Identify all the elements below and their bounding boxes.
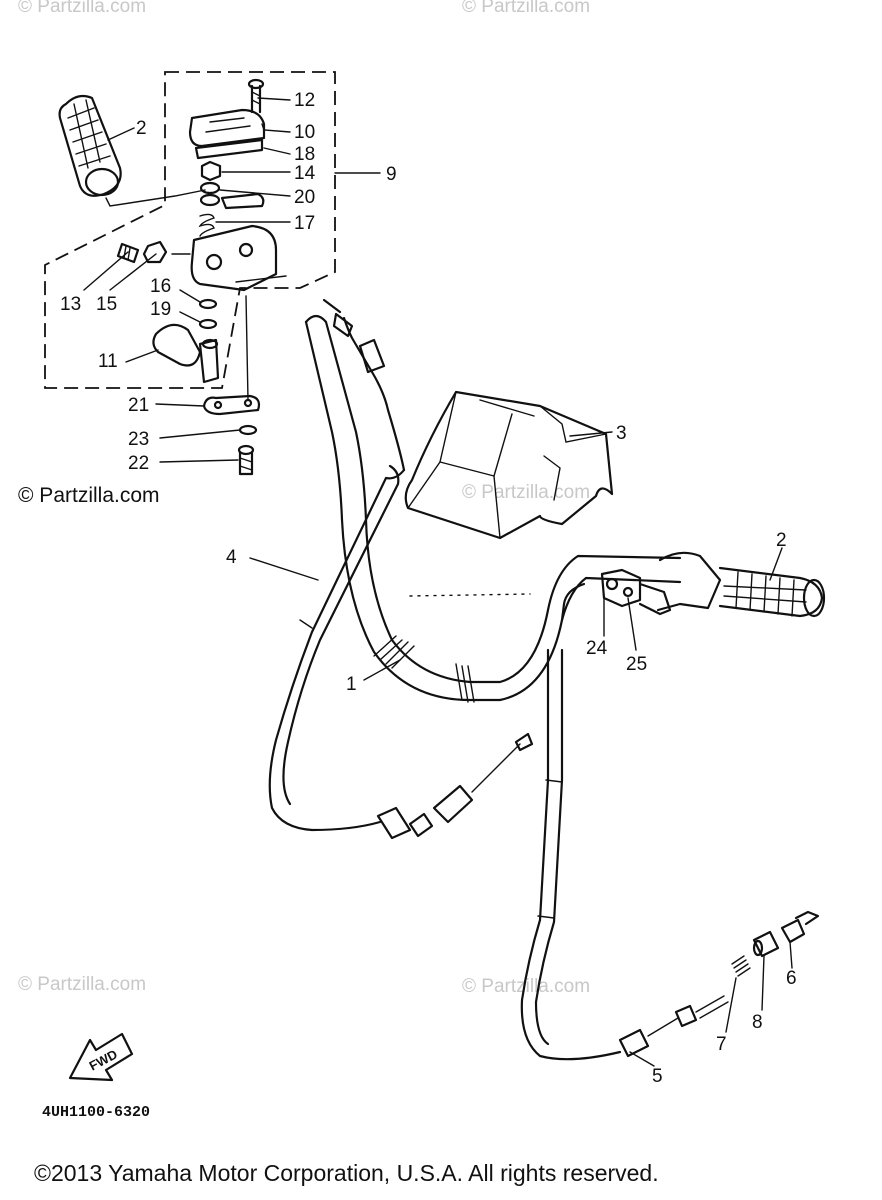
handlebar	[304, 314, 682, 703]
callout-11: 11	[98, 351, 118, 372]
watermark-low-left: © Partzilla.com	[18, 974, 146, 995]
watermark-top-left: © Partzilla.com	[18, 0, 146, 17]
callout-10: 10	[294, 122, 315, 143]
adjuster-8	[752, 930, 780, 958]
washer-16	[198, 298, 218, 310]
left-grip	[58, 94, 122, 197]
washer-19	[198, 318, 218, 330]
housing-cover	[188, 108, 266, 160]
headlight-cover	[404, 390, 614, 540]
callout-21: 21	[128, 395, 149, 416]
throttle-assembly-boundary	[44, 71, 336, 389]
leader-lines	[83, 97, 793, 1067]
callout-6: 6	[786, 968, 797, 989]
pin-6	[780, 910, 820, 944]
callout-17: 17	[294, 213, 315, 234]
callout-23: 23	[128, 429, 149, 450]
throttle-cable	[268, 298, 534, 840]
callout-18: 18	[294, 144, 315, 165]
callout-16: 16	[150, 276, 171, 297]
screw-13	[116, 242, 140, 264]
callout-3: 3	[616, 423, 627, 444]
callout-2-right: 2	[776, 530, 787, 551]
nut-15	[142, 240, 168, 264]
callout-4: 4	[226, 547, 237, 568]
copyright-notice: ©2013 Yamaha Motor Corporation, U.S.A. A…	[34, 1160, 659, 1186]
diagram-code: 4UH1100-6320	[42, 1104, 150, 1121]
callout-19: 19	[150, 299, 171, 320]
callout-14: 14	[294, 163, 316, 184]
callout-15: 15	[96, 294, 117, 315]
watermark-mid-left: © Partzilla.com	[18, 484, 160, 507]
screw-12	[247, 78, 265, 114]
throttle-lever	[152, 323, 220, 384]
callout-20: 20	[294, 187, 315, 208]
brake-lever-bracket	[600, 568, 672, 616]
callout-2-left: 2	[136, 118, 147, 139]
clamp-21	[202, 394, 261, 416]
callout-12: 12	[294, 90, 315, 111]
spring-7	[731, 955, 751, 977]
washer-23	[238, 424, 258, 436]
callout-8: 8	[752, 1012, 763, 1033]
grip-link-line	[105, 189, 206, 207]
washer-20	[199, 181, 265, 210]
callout-22: 22	[128, 453, 149, 474]
centre-line	[409, 593, 531, 597]
fwd-label: FWD	[87, 1046, 120, 1073]
throttle-housing	[190, 224, 287, 292]
brake-cable	[520, 582, 729, 1061]
callout-1: 1	[346, 674, 357, 695]
right-grip	[656, 551, 826, 618]
fwd-arrow: FWD	[68, 1032, 134, 1082]
callout-24: 24	[586, 638, 608, 659]
watermark-mid-center: © Partzilla.com	[462, 482, 590, 503]
nut-14	[200, 160, 222, 182]
callout-7: 7	[716, 1034, 727, 1055]
callout-5: 5	[652, 1066, 663, 1087]
spring-17	[198, 213, 215, 237]
callout-9: 9	[386, 164, 397, 185]
watermark-top-center: © Partzilla.com	[462, 0, 590, 17]
callout-13: 13	[60, 294, 81, 315]
callout-25: 25	[626, 654, 647, 675]
watermark-low-center: © Partzilla.com	[462, 976, 590, 997]
bolt-22	[237, 444, 255, 476]
assembly-axis-line	[245, 295, 249, 401]
